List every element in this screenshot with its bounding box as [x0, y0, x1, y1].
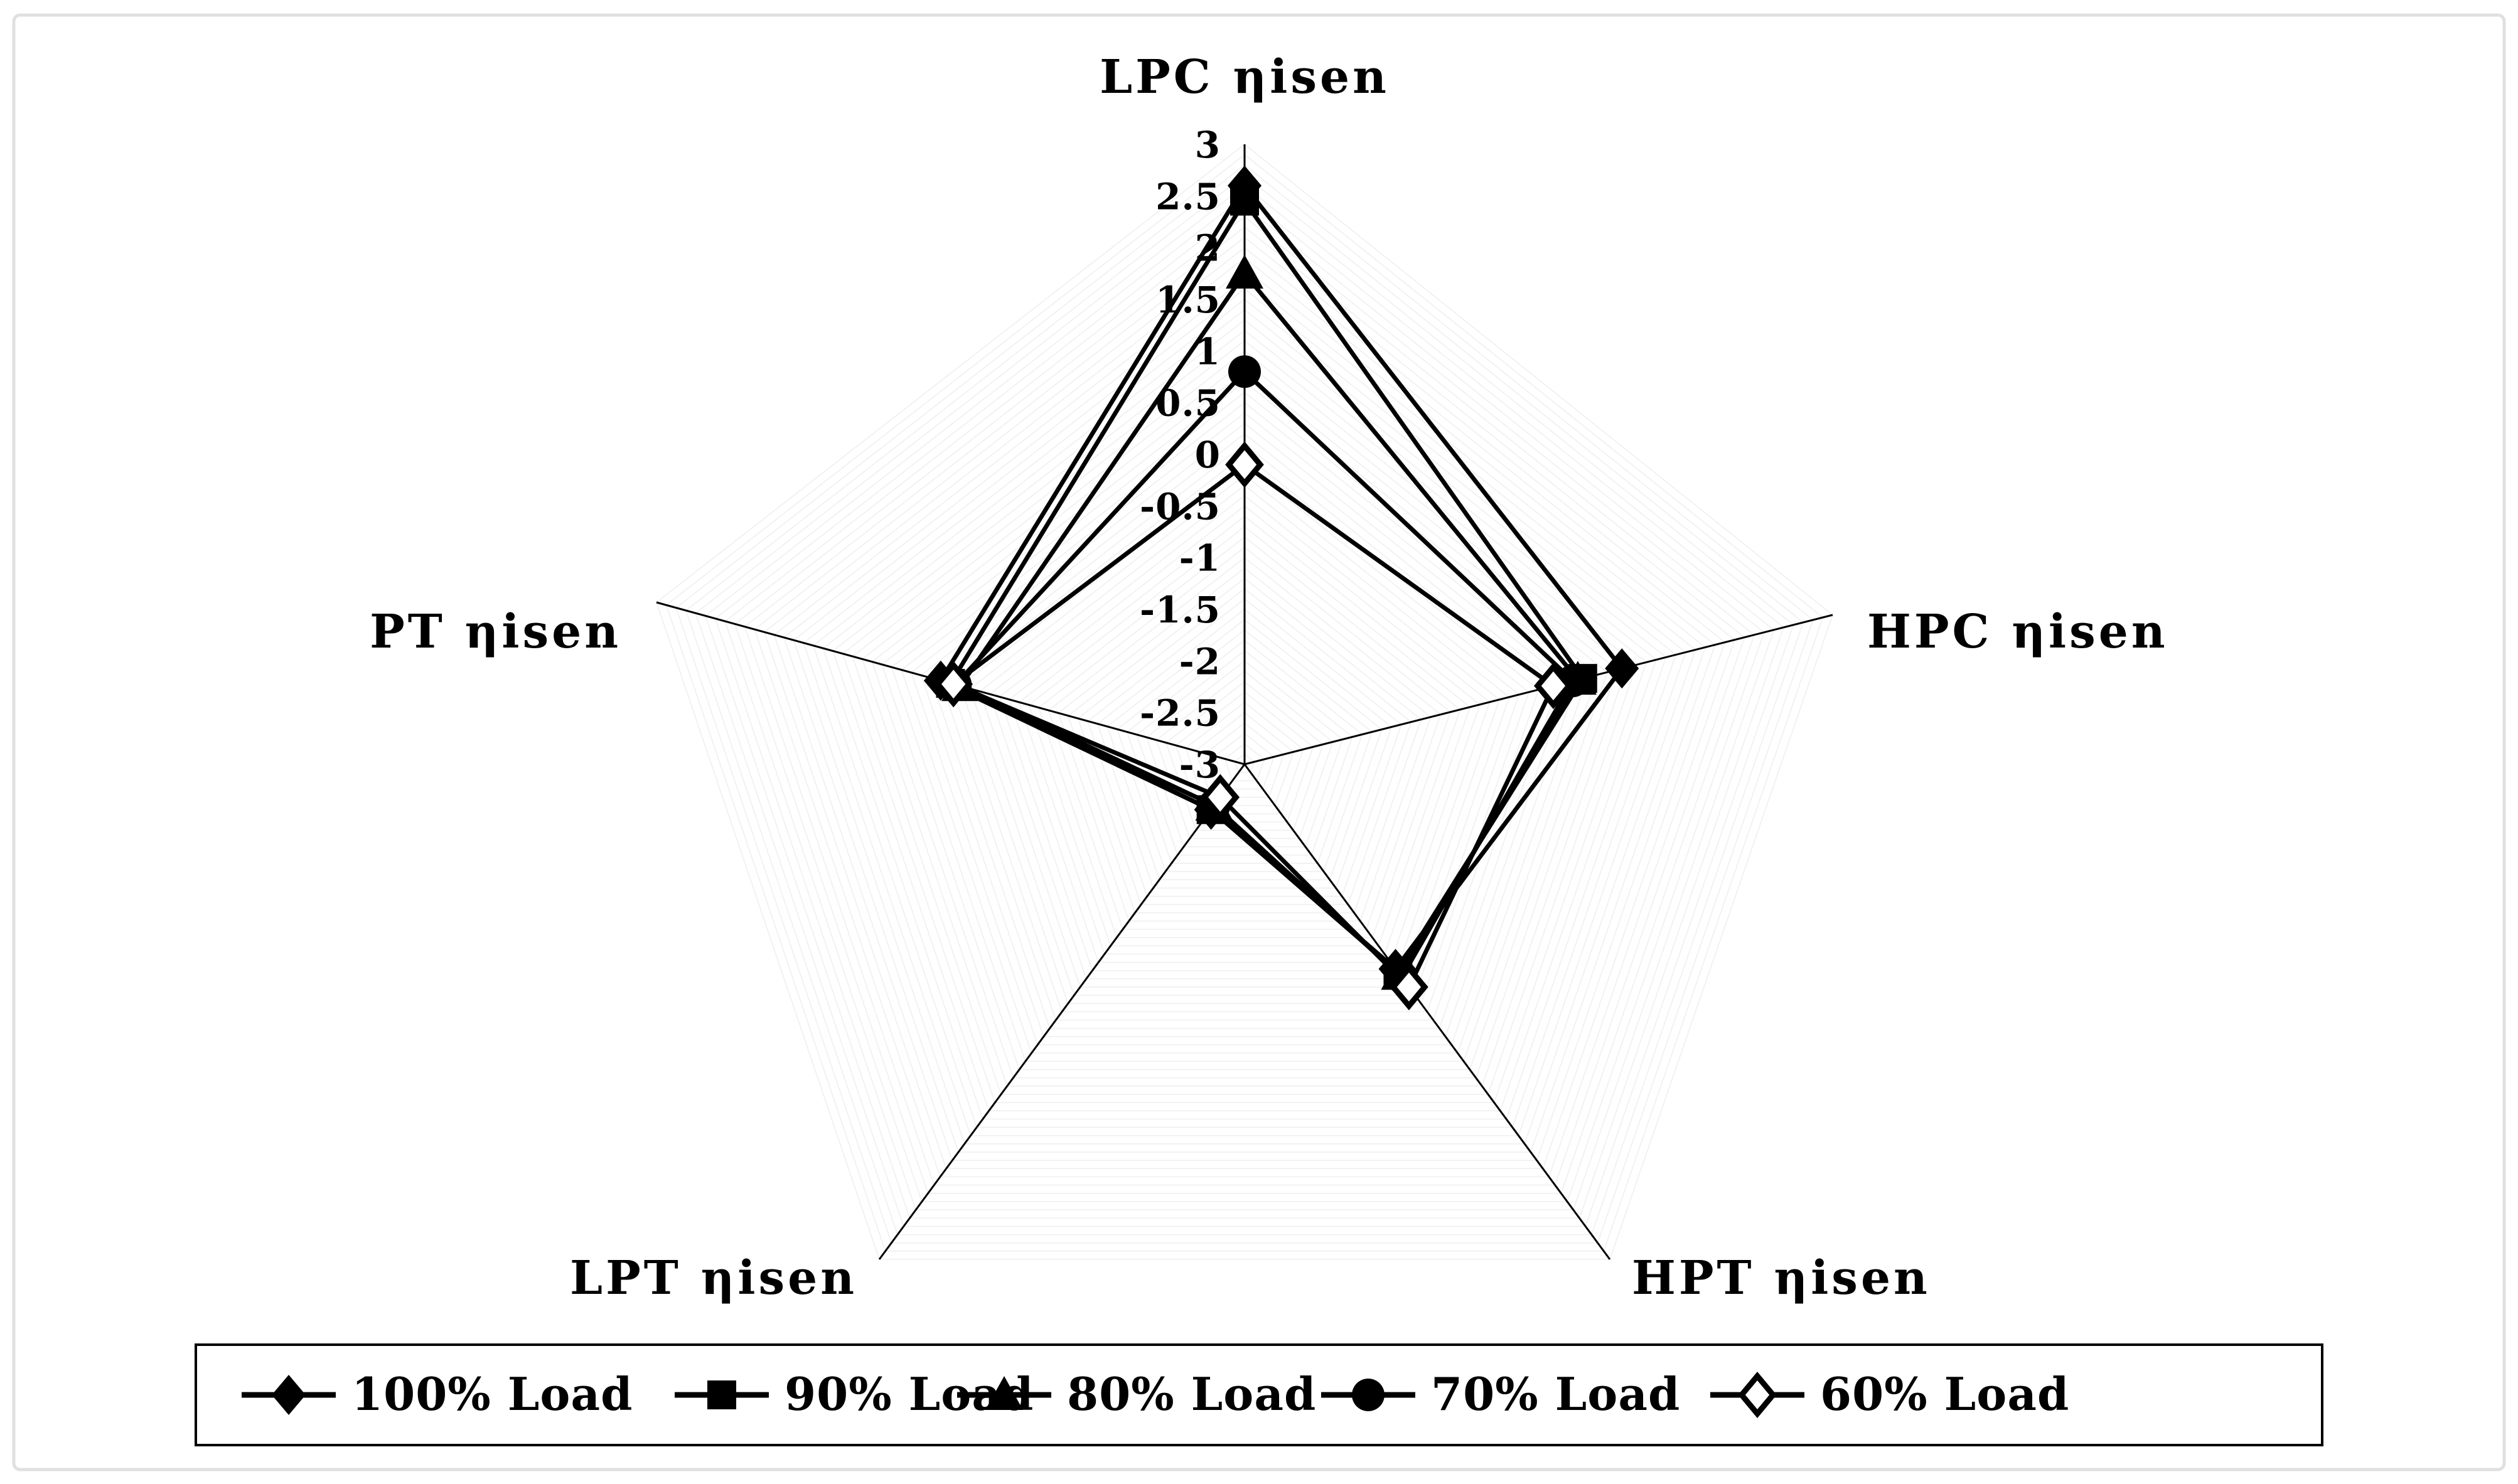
- legend-label-60-load: 60% Load: [1820, 1367, 2069, 1421]
- category-label-pt: PT ηisen: [370, 605, 621, 659]
- category-label-hpt: HPT ηisen: [1632, 1251, 1931, 1305]
- grid-ring: [901, 402, 1588, 1054]
- category-label-hpc: HPC ηisen: [1867, 605, 2168, 659]
- legend-triangle-filled-icon: [985, 1376, 1023, 1410]
- grid-ring: [881, 381, 1608, 1070]
- grid-ring: [1009, 515, 1481, 963]
- grid-ring: [999, 505, 1491, 971]
- axis-spoke: [1243, 764, 1611, 1260]
- diamond-open-marker-icon: [1534, 663, 1573, 710]
- diamond-filled-marker-icon: [1605, 648, 1639, 689]
- diamond-open-marker-icon: [1390, 964, 1428, 1011]
- grid-ring: [1117, 629, 1373, 872]
- grid-ring: [1165, 681, 1324, 831]
- tick-label: 0: [1195, 434, 1221, 476]
- grid-ring: [1126, 639, 1363, 864]
- grid-ring: [979, 484, 1510, 988]
- grid-ring: [763, 257, 1726, 1170]
- grid-ring: [852, 350, 1637, 1095]
- grid-ring: [1038, 547, 1451, 938]
- grid-ring: [1047, 557, 1442, 930]
- grid-ring: [862, 360, 1627, 1087]
- tick-label: -2.5: [1140, 692, 1221, 735]
- grid-ring: [685, 174, 1804, 1236]
- grid-ring: [695, 184, 1794, 1227]
- diamond-open-marker-icon: [934, 661, 973, 708]
- grid-ring: [1077, 588, 1412, 905]
- grid-ring: [734, 226, 1755, 1194]
- grid-ring: [1106, 619, 1383, 880]
- grid-ring: [793, 288, 1696, 1145]
- grid-ring: [724, 216, 1765, 1202]
- grid-ring: [891, 392, 1599, 1062]
- legend-label-100-load: 100% Load: [351, 1367, 633, 1421]
- tick-label: -3: [1179, 744, 1221, 786]
- grid-ring: [1028, 536, 1461, 947]
- legend-label-70-load: 70% Load: [1431, 1367, 1680, 1421]
- grid-ring: [969, 474, 1520, 996]
- figure-border: [12, 13, 2506, 1471]
- grid-ring: [656, 143, 1833, 1260]
- grid-ring: [989, 494, 1500, 980]
- grid-ring: [920, 422, 1569, 1037]
- grid-ring: [1214, 732, 1275, 790]
- grid-ring: [754, 247, 1735, 1178]
- grid-ring: [744, 237, 1745, 1186]
- grid-ring: [1058, 567, 1432, 922]
- triangle-filled-marker-icon: [1226, 254, 1263, 289]
- tick-label: -1.5: [1140, 589, 1221, 631]
- grid-ring: [705, 195, 1784, 1219]
- grid-ring: [803, 298, 1686, 1136]
- grid-ring: [1234, 753, 1255, 773]
- grid-ring: [950, 453, 1540, 1013]
- grid-ring: [1067, 577, 1422, 914]
- legend-circle-filled-icon: [1352, 1379, 1385, 1411]
- grid-ring: [832, 329, 1657, 1112]
- legend-diamond-open-icon: [1738, 1371, 1777, 1419]
- grid-ring: [1204, 722, 1285, 798]
- diamond-open-marker-icon: [1201, 774, 1240, 821]
- grid-ring: [1194, 712, 1295, 806]
- grid-ring: [960, 464, 1530, 1005]
- grid-ring: [1018, 526, 1471, 955]
- grid-ring: [842, 339, 1647, 1103]
- grid-ring: [812, 309, 1677, 1128]
- tick-label: -1: [1179, 537, 1221, 580]
- grid-ring: [1145, 660, 1344, 848]
- grid-ring: [783, 278, 1706, 1153]
- grid-ring: [773, 267, 1716, 1161]
- circle-filled-marker-icon: [1228, 355, 1261, 388]
- grid-ring: [822, 319, 1667, 1120]
- square-filled-marker-icon: [1230, 186, 1259, 216]
- legend-box: [195, 1343, 2323, 1446]
- grid-ring: [871, 371, 1618, 1079]
- grid-ring: [1136, 649, 1353, 856]
- tick-label: -2: [1179, 640, 1221, 683]
- grid-ring: [1185, 702, 1304, 814]
- grid-ring: [1096, 608, 1393, 889]
- series-line-70-load: [953, 369, 1575, 980]
- tick-label: 3: [1195, 124, 1221, 166]
- grid-ring: [1224, 743, 1265, 782]
- tick-label: 2.5: [1155, 175, 1221, 218]
- grid-ring: [1087, 598, 1402, 897]
- diamond-open-marker-icon: [1225, 441, 1264, 488]
- grid-ring: [930, 433, 1559, 1029]
- category-label-lpt: LPT ηisen: [570, 1251, 857, 1305]
- grid-ring: [675, 164, 1814, 1244]
- series-line-60-load: [951, 462, 1556, 990]
- legend-square-filled-icon: [707, 1380, 736, 1409]
- grid-ring: [714, 205, 1775, 1210]
- grid-ring: [665, 154, 1824, 1252]
- legend-label-80-load: 80% Load: [1067, 1367, 1316, 1421]
- category-label-lpc: LPC ηisen: [1100, 50, 1390, 104]
- axis-spoke: [878, 764, 1246, 1260]
- legend-diamond-filled-icon: [272, 1375, 306, 1415]
